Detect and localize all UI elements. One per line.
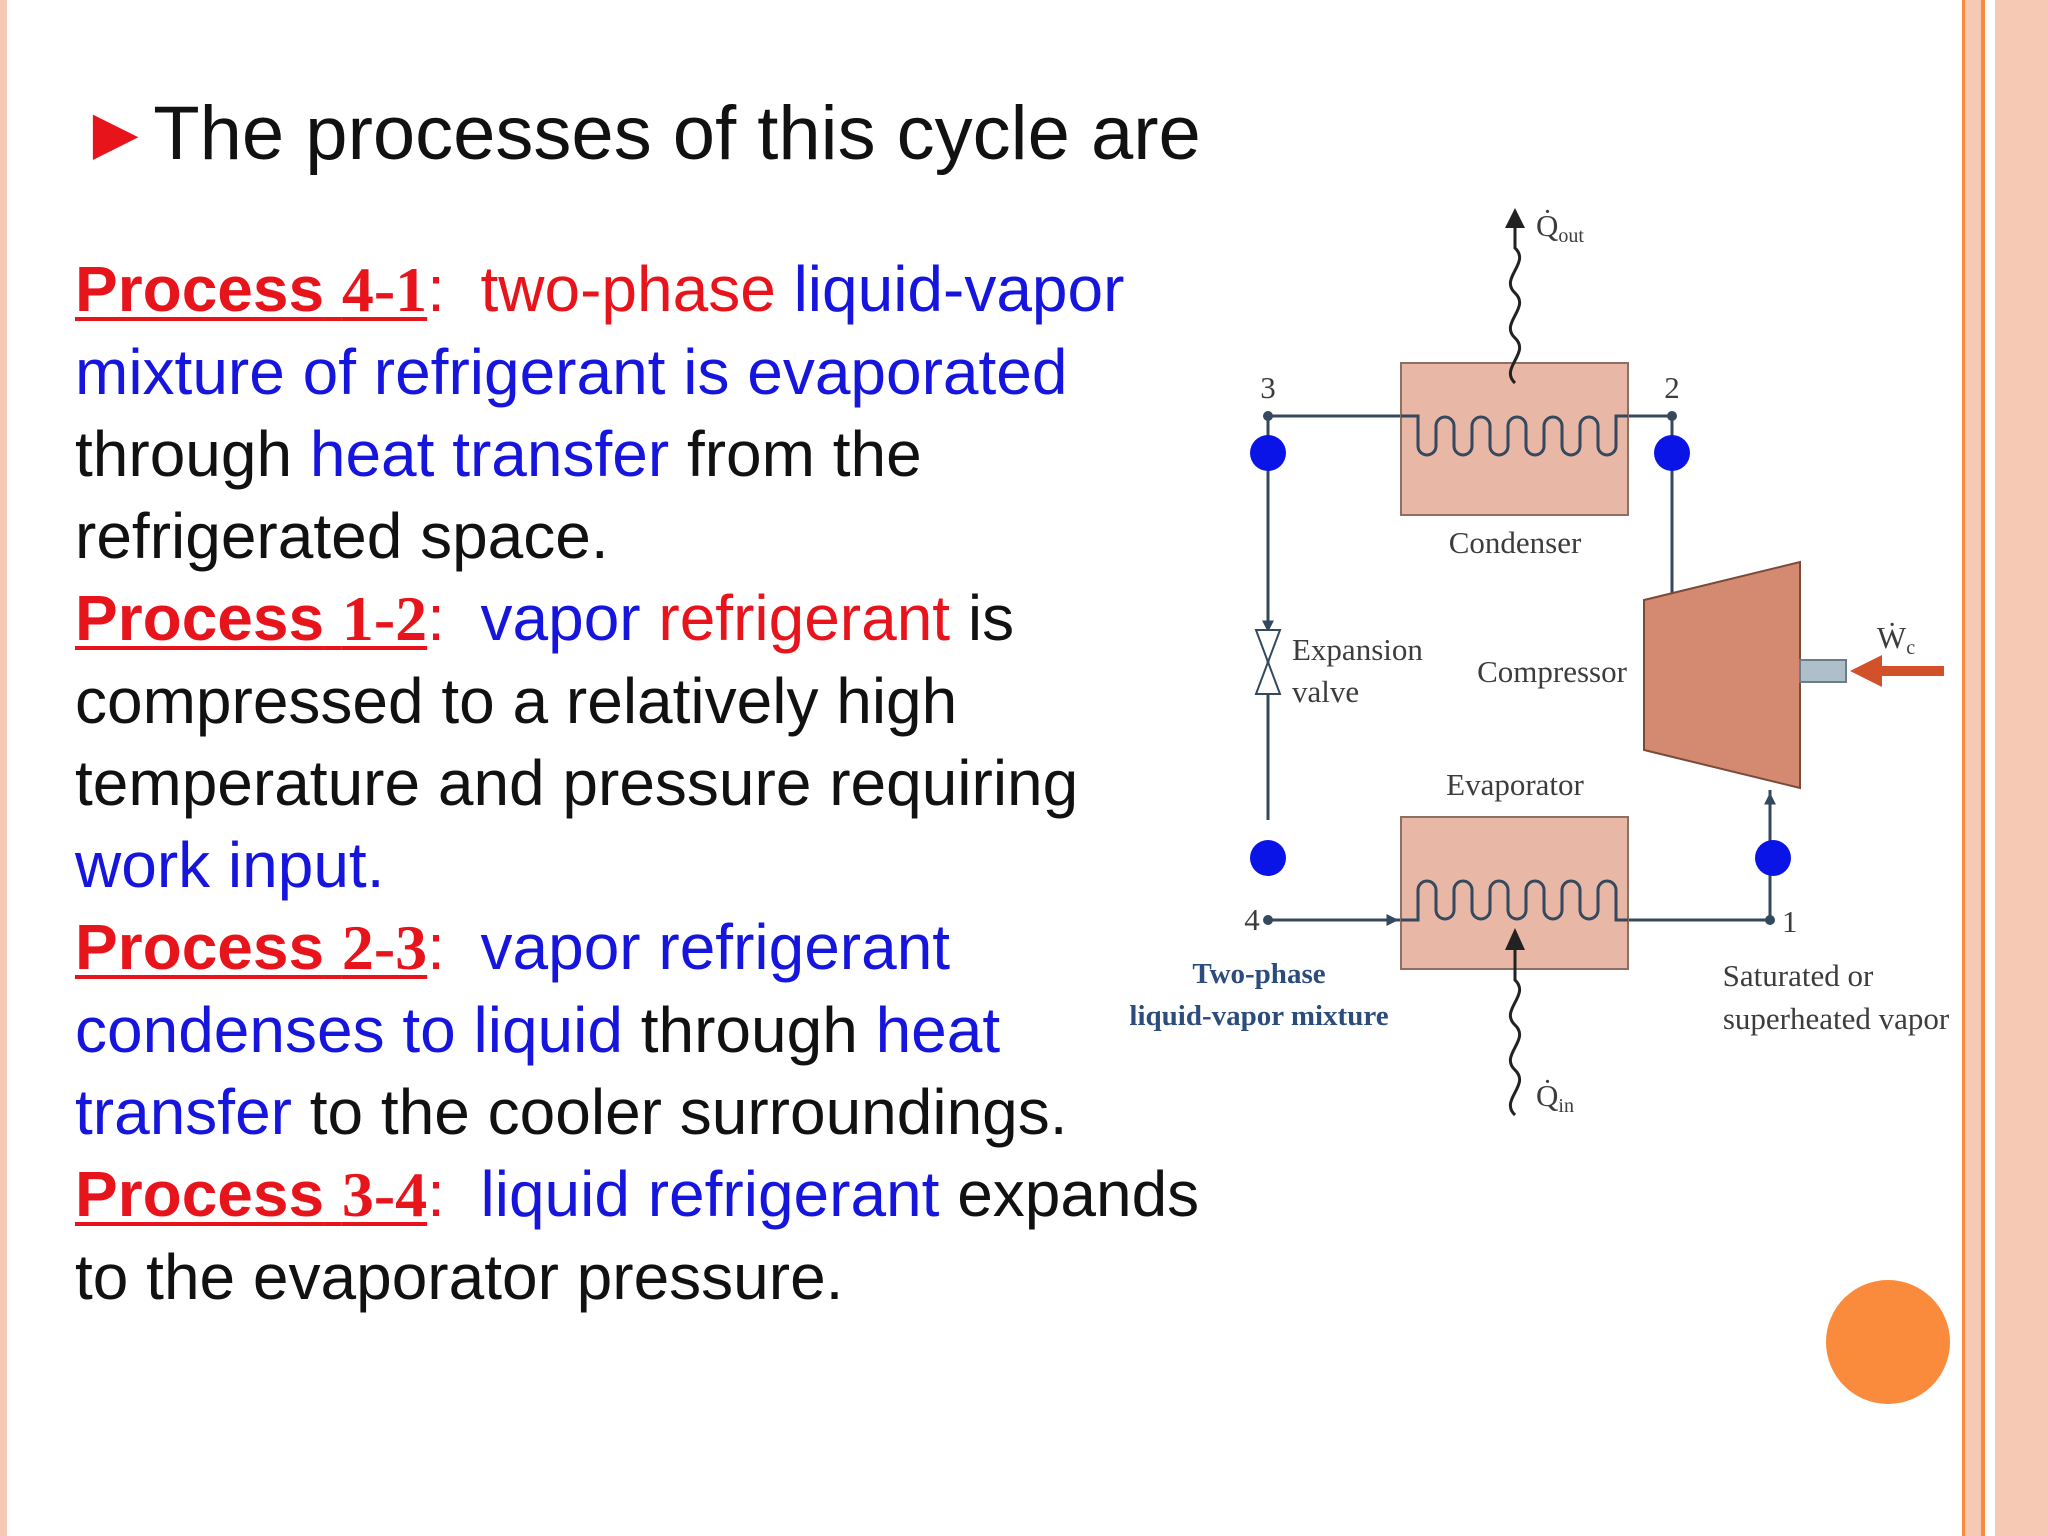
process-text: from the refrigerated space.: [75, 418, 922, 572]
work-input-arrow-icon: [1850, 655, 1944, 687]
process-text: expands to the evaporator pressure.: [75, 1158, 1200, 1313]
slide-title: ►The processes of this cycle are: [78, 92, 1201, 176]
condenser-box: [1400, 362, 1629, 516]
process-text: work input.: [75, 829, 385, 901]
vapor-state-label: Saturated or: [1723, 958, 1874, 993]
condenser-coil: [1401, 414, 1628, 457]
process-text: is compressed to a relatively high tempe…: [75, 582, 1079, 819]
two-phase-label: Two-phase: [1192, 958, 1325, 990]
bullet-arrow-icon: ►: [78, 91, 154, 176]
process-label: Process 3-4: [75, 1158, 428, 1230]
state-marker: [1250, 840, 1286, 876]
expansion-valve-icon: [1254, 659, 1282, 695]
heat-in-wave: [1508, 950, 1522, 1117]
junction-dot: [1667, 411, 1677, 421]
heat-in-symbol: Q̇in: [1536, 1078, 1574, 1117]
state-point-4: 4: [1244, 902, 1260, 937]
process-text: through: [75, 418, 310, 490]
compressor-body: [1643, 560, 1801, 790]
process-colon: :: [427, 1158, 445, 1230]
two-phase-label: liquid-vapor mixture: [1129, 1000, 1388, 1032]
process-text: liquid refrigerant: [480, 1158, 940, 1230]
condenser-label: Condenser: [1449, 525, 1582, 560]
process-text: two-phase: [480, 253, 794, 325]
process-text: refrigerant: [658, 582, 951, 654]
junction-dot: [1263, 915, 1273, 925]
process-colon: :: [427, 911, 445, 983]
process-colon: :: [427, 253, 445, 325]
process-item: Process 4-1: two-phase liquid-vapor mixt…: [75, 248, 1205, 577]
border-stripe-right-1: [1962, 0, 1965, 1536]
process-label: Process 4-1: [75, 253, 428, 325]
process-text: through: [622, 994, 876, 1066]
expansion-valve-label: Expansion: [1292, 632, 1423, 667]
vapor-state-label: superheated vapor: [1723, 1001, 1950, 1036]
title-text: The processes of this cycle are: [153, 91, 1201, 176]
state-marker: [1654, 435, 1690, 471]
process-text: to the cooler surroundings.: [291, 1076, 1068, 1148]
process-item: Process 3-4: liquid refrigerant expands …: [75, 1153, 1205, 1318]
state-marker: [1250, 435, 1286, 471]
process-text: heat transfer: [75, 994, 1001, 1148]
process-item: Process 1-2: vapor refrigerant is compre…: [75, 577, 1205, 906]
heat-out-wave: [1508, 228, 1522, 385]
process-label: Process 2-3: [75, 911, 428, 983]
state-point-2: 2: [1664, 370, 1680, 405]
heat-in-arrow-icon: [1505, 928, 1525, 950]
expansion-valve-icon: [1254, 629, 1282, 665]
compressor-label: Compressor: [1477, 654, 1628, 689]
process-text: heat transfer: [309, 418, 670, 490]
process-text: vapor refrigerant condenses to liquid: [75, 911, 951, 1066]
process-list: Process 4-1: two-phase liquid-vapor mixt…: [75, 248, 1205, 1318]
junction-dot: [1263, 411, 1273, 421]
border-stripe-left: [0, 0, 7, 1536]
compressor-shaft: [1799, 659, 1847, 683]
border-stripe-right-5: [1995, 0, 2048, 1536]
junction-dot: [1765, 915, 1775, 925]
decorative-circle: [1826, 1280, 1950, 1404]
evaporator-coil: [1401, 879, 1628, 922]
border-stripe-right-4: [1985, 0, 1995, 1536]
heat-out-arrow-icon: [1505, 208, 1525, 228]
process-label: Process 1-2: [75, 582, 428, 654]
border-stripe-right-2: [1965, 0, 1981, 1536]
process-colon: :: [427, 582, 445, 654]
process-item: Process 2-3: vapor refrigerant condenses…: [75, 906, 1205, 1153]
evaporator-label: Evaporator: [1446, 767, 1584, 802]
state-marker: [1755, 840, 1791, 876]
refrigeration-cycle-diagram: Condenser Evaporator Compressor Ẇc Expan…: [1129, 208, 1950, 1117]
border-stripe-right-3: [1981, 0, 1985, 1536]
work-symbol: Ẇc: [1877, 620, 1915, 659]
process-text: vapor: [480, 582, 659, 654]
state-point-1: 1: [1782, 904, 1798, 939]
heat-out-symbol: Q̇out: [1536, 208, 1584, 247]
process-text: liquid-vapor mixture of refrigerant is e…: [75, 253, 1125, 408]
expansion-valve-label: valve: [1292, 674, 1359, 709]
state-point-3: 3: [1260, 370, 1276, 405]
